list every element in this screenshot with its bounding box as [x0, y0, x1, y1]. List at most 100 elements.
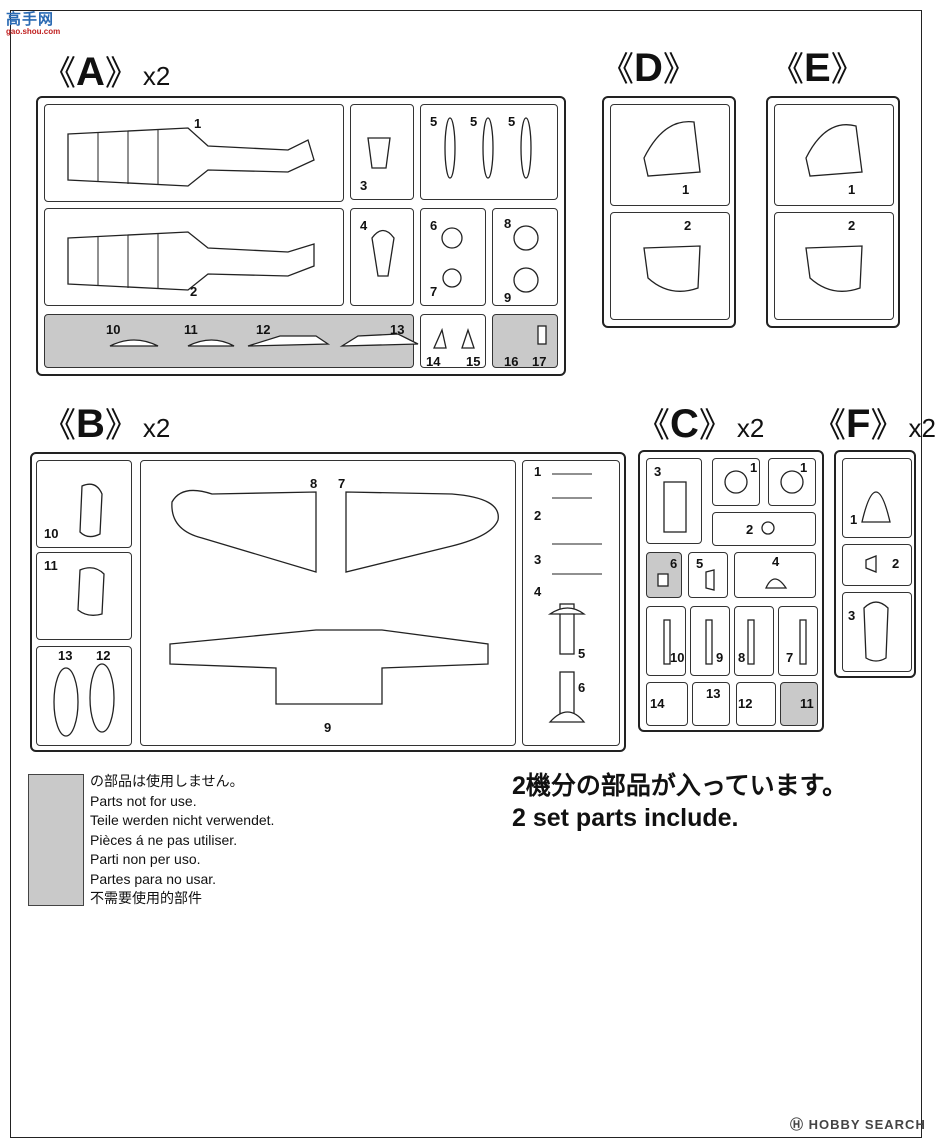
part-a15	[461, 327, 475, 349]
label-a2: 2	[190, 284, 198, 299]
sprue-c-cell-13	[692, 682, 730, 726]
part-e1	[805, 124, 863, 177]
sprue-f-cell-2	[842, 544, 912, 586]
part-a3	[367, 137, 391, 169]
part-b10	[79, 483, 103, 538]
label-a16: 16	[504, 354, 519, 369]
label-c7: 7	[786, 650, 794, 665]
label-d2: 2	[684, 218, 692, 233]
part-a11	[187, 339, 235, 347]
notice-en: 2 set parts include.	[512, 804, 739, 832]
fuselage-right-half	[67, 231, 315, 291]
label-b9: 9	[324, 720, 332, 735]
legend-line-jp: の部品は使用しません。	[90, 773, 244, 789]
label-a14: 14	[426, 354, 441, 369]
unused-parts-swatch	[28, 774, 84, 906]
part-c3	[663, 481, 687, 533]
part-a5-2	[482, 117, 494, 179]
two-set-notice: 2機分の部品が入っています。 2 set parts include.	[512, 770, 847, 834]
sprue-f-parts	[861, 491, 891, 662]
sprue-d: 1 2	[602, 96, 736, 328]
sprue-c-cell-14	[646, 682, 688, 726]
sprue-f-title: 《F》x2	[812, 402, 936, 446]
part-a13	[339, 333, 419, 347]
part-b7	[345, 491, 499, 573]
part-b13	[53, 667, 79, 737]
part-c1b	[780, 470, 804, 494]
sprue-c-cell-7	[778, 606, 818, 676]
part-b5-top	[547, 607, 586, 615]
label-d1: 1	[682, 182, 690, 197]
label-c14: 14	[650, 696, 665, 711]
sprue-c: 3 1 1 2 6 5 4 10 9 8 7 14 13 12 11	[638, 450, 824, 732]
label-c13: 13	[706, 686, 721, 701]
label-c2: 2	[746, 522, 754, 537]
label-c5: 5	[696, 556, 704, 571]
label-b4: 4	[534, 584, 542, 599]
part-b6	[559, 671, 575, 719]
sprue-a-unused-10-13	[44, 314, 414, 368]
label-b8: 8	[310, 476, 318, 491]
sprue-e: 1 2	[766, 96, 900, 328]
sprue-a: 1 2 3 4 5 5 5 6 7 8 9 10 11 12 13 14 15 …	[36, 96, 566, 376]
part-a9	[513, 267, 539, 293]
label-a5c: 5	[508, 114, 516, 129]
sprue-c-title: 《C》x2	[636, 402, 765, 446]
sprue-f: 1 2 3	[834, 450, 916, 678]
label-c3: 3	[654, 464, 662, 479]
label-a12: 12	[256, 322, 271, 337]
sprue-b-cell-12-13	[36, 646, 132, 746]
label-a9: 9	[504, 290, 512, 305]
part-c7	[799, 619, 807, 665]
label-f3: 3	[848, 608, 856, 623]
legend-line-es: Partes para no usar.	[90, 870, 217, 887]
sprue-b-parts	[53, 473, 602, 737]
label-b13: 13	[58, 648, 73, 663]
sprue-c-cell-4	[734, 552, 816, 598]
part-b9	[169, 629, 489, 705]
logo-url: gao.shou.com	[6, 27, 61, 36]
part-c5	[705, 569, 715, 591]
label-a11: 11	[184, 322, 198, 337]
hobby-search-watermark: Ⓗ HOBBY SEARCH	[790, 1117, 926, 1132]
label-a4: 4	[360, 218, 368, 233]
part-f1	[861, 491, 891, 523]
label-c4: 4	[772, 554, 780, 569]
label-c11: 11	[800, 696, 814, 711]
label-a10: 10	[106, 322, 121, 337]
label-c8: 8	[738, 650, 746, 665]
sprue-a-title: 《A》x2	[42, 50, 171, 94]
label-a1: 1	[194, 116, 202, 131]
label-b5: 5	[578, 646, 586, 661]
label-c10: 10	[670, 650, 685, 665]
part-a17	[537, 325, 547, 345]
label-b7: 7	[338, 476, 346, 491]
part-c1a	[724, 470, 748, 494]
label-b10: 10	[44, 526, 59, 541]
label-b1: 1	[534, 464, 542, 479]
label-b11: 11	[44, 558, 58, 573]
part-a5-3	[520, 117, 532, 179]
part-c8	[747, 619, 755, 665]
part-a12	[247, 335, 331, 347]
logo-text: 高手网	[6, 11, 55, 28]
label-a6: 6	[430, 218, 438, 233]
sprue-e-title: 《E》	[770, 46, 865, 90]
part-f3	[863, 601, 889, 662]
sprue-a-cell-14-15	[420, 314, 486, 368]
page-frame	[10, 10, 922, 1138]
legend-line-en: Parts not for use.	[90, 792, 197, 809]
label-a7: 7	[430, 284, 438, 299]
part-d2	[643, 245, 701, 292]
sprue-c-unused-11	[780, 682, 818, 726]
part-b11	[77, 567, 105, 616]
part-a5-1	[444, 117, 456, 179]
part-c9	[705, 619, 713, 665]
label-a5a: 5	[430, 114, 438, 129]
part-a6	[441, 227, 463, 249]
part-a8	[513, 225, 539, 251]
legend-line-cn: 不需要使用的部件	[90, 890, 202, 906]
part-c4	[764, 578, 788, 589]
legend-line-fr: Pièces á ne pas utiliser.	[90, 831, 238, 848]
label-e2: 2	[848, 218, 856, 233]
